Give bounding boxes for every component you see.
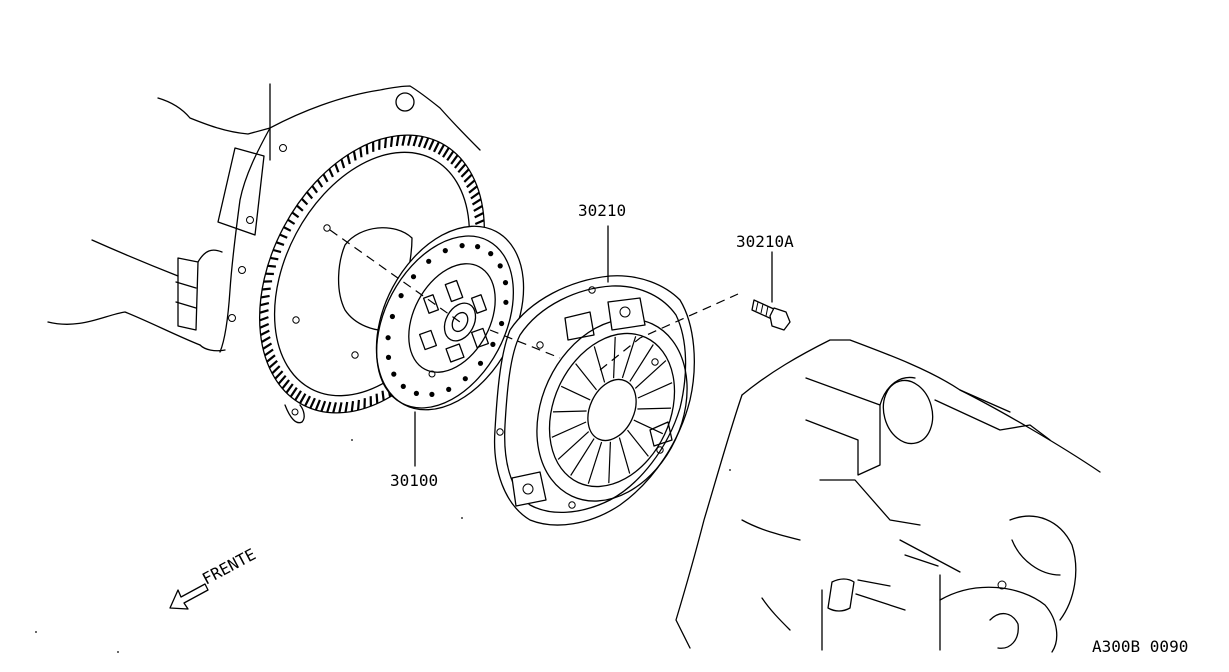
scan-specks [35,439,731,653]
part-label-30210a: 30210A [736,232,794,251]
leader-lines [414,225,773,467]
clutch-cover [493,275,695,526]
engine-block [47,83,481,353]
part-label-30100: 30100 [390,471,438,490]
cover-bolt [751,299,791,331]
front-label: FRENTE [199,545,259,589]
transmission-case [675,339,1101,653]
front-arrow-icon [169,583,209,610]
clutch-disc [375,225,525,411]
part-label-30210: 30210 [578,201,626,220]
assembly-axis-line [329,229,739,371]
drawing-code: A300B 0090 [1092,637,1188,656]
front-direction-indicator: FRENTE [169,545,259,610]
